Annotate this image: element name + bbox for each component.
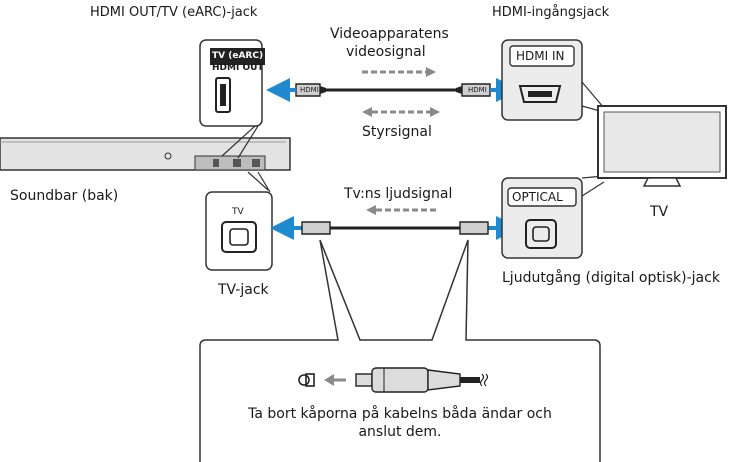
tv-label: TV: [650, 204, 669, 220]
hdmi-plug-label-left: HDMI: [300, 86, 319, 94]
hdmi-out-port-label: HDMI OUT: [212, 63, 264, 73]
tv-icon: [597, 105, 727, 187]
video-signal-label-2: videosignal: [346, 44, 426, 60]
hdmi-in-callout: [501, 39, 583, 121]
note-line-2: anslut dem.: [358, 424, 442, 440]
hdmi-cable: [295, 83, 491, 97]
tv-port-label: TV: [232, 207, 244, 217]
zoom-lines: [221, 125, 271, 193]
optical-cable: [301, 221, 489, 235]
hdmi-in-jack-label: HDMI-ingångsjack: [492, 5, 610, 20]
soundbar-body: [0, 137, 291, 171]
hdmi-in-port-label: HDMI IN: [516, 49, 565, 63]
video-signal-label-1: Videoapparatens: [330, 26, 449, 42]
optical-port-label: OPTICAL: [512, 190, 563, 204]
signal-arrows: [362, 67, 440, 215]
optical-out-jack-label: Ljudutgång (digital optisk)-jack: [502, 270, 720, 286]
optical-plug-detail: [298, 367, 489, 393]
control-signal-label: Styrsignal: [362, 124, 432, 140]
tv-earc-port-label: TV (eARC): [210, 48, 266, 65]
hdmi-plug-label-right: HDMI: [468, 86, 487, 94]
tv-jack-label: TV-jack: [218, 282, 269, 298]
tv-audio-signal-label: Tv:ns ljudsignal: [344, 186, 453, 202]
tv-jack-callout: [205, 191, 273, 271]
hdmi-out-jack-label: HDMI OUT/TV (eARC)-jack: [90, 5, 258, 20]
note-line-1: Ta bort kåporna på kabelns båda ändar oc…: [248, 406, 552, 422]
soundbar-label: Soundbar (bak): [10, 188, 119, 204]
optical-callout: [501, 177, 583, 259]
detail-callout: [199, 239, 601, 462]
